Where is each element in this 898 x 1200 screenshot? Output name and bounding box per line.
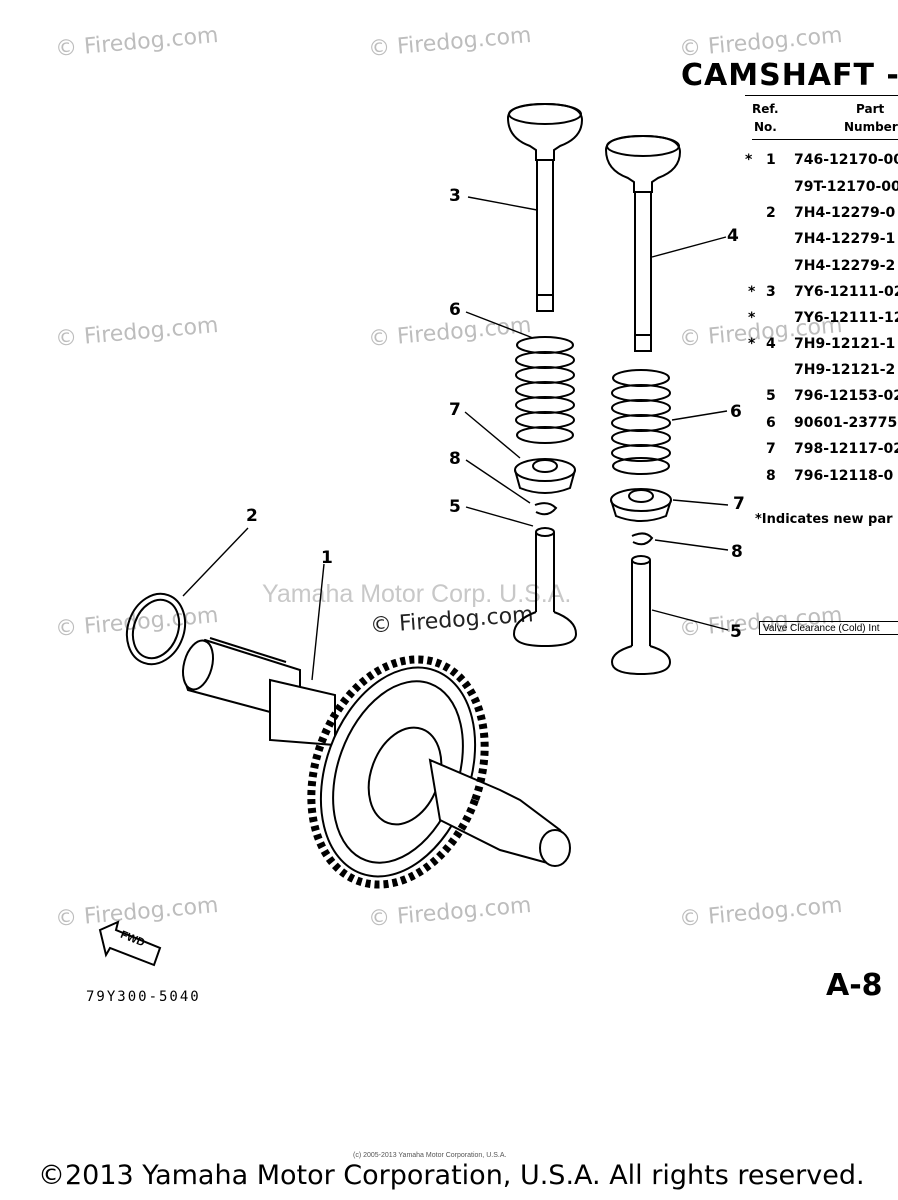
part-number: 7H4-12279-0	[794, 205, 896, 221]
callout-7: 7	[733, 494, 745, 514]
part-number: 7H9-12121-2	[794, 362, 896, 378]
fwd-arrow-icon	[98, 920, 162, 967]
callout-7: 7	[449, 400, 461, 420]
ref-no: 6	[766, 415, 776, 431]
oil-seal-2	[125, 592, 187, 666]
ref-no: 8	[766, 468, 776, 484]
ref-no: 7	[766, 441, 776, 457]
callout-1: 1	[321, 548, 333, 568]
callout-8: 8	[731, 542, 743, 562]
part-number: 796-12153-02	[794, 388, 898, 404]
new-part-mark: *	[748, 284, 756, 300]
cotter-right	[631, 532, 654, 546]
callout-3: 3	[449, 186, 461, 206]
part-number: 7Y6-12111-12	[794, 310, 898, 326]
header-part: Part	[856, 102, 885, 116]
callout-6: 6	[730, 402, 742, 422]
header-rule	[752, 139, 898, 140]
part-number: 7H4-12279-1	[794, 231, 896, 247]
title-rule	[745, 95, 898, 96]
spring-right	[611, 369, 671, 475]
table-row: *	[745, 152, 753, 168]
new-part-note: *Indicates new par	[755, 512, 893, 527]
part-number: 7H4-12279-2	[794, 258, 896, 274]
new-part-mark: *	[748, 336, 756, 352]
ref-no: 5	[766, 388, 776, 404]
cotter-left	[534, 502, 558, 516]
retainer-right	[610, 488, 672, 522]
callout-5: 5	[449, 497, 461, 517]
callout-8: 8	[449, 449, 461, 469]
ref-no: 2	[766, 205, 776, 221]
header-number: Number	[844, 120, 898, 134]
page-title: CAMSHAFT - V	[681, 58, 898, 93]
callout-6: 6	[449, 300, 461, 320]
camshaft-1	[182, 637, 571, 878]
part-number: 90601-23775	[794, 415, 898, 431]
callout-2: 2	[246, 506, 258, 526]
footer-copyright: ©2013 Yamaha Motor Corporation, U.S.A. A…	[38, 1160, 865, 1191]
retainer-left	[514, 458, 576, 494]
header-ref: Ref.	[752, 102, 779, 116]
part-number: 79T-12170-00	[794, 179, 898, 195]
part-number: 796-12118-0	[794, 468, 894, 484]
valve-4	[604, 134, 682, 352]
header-no: No.	[754, 120, 777, 134]
small-copyright: (c) 2005-2013 Yamaha Motor Corporation, …	[353, 1152, 507, 1159]
ref-no: 4	[766, 336, 776, 352]
part-number: 746-12170-00	[794, 152, 898, 168]
part-number: 7Y6-12111-02	[794, 284, 898, 300]
callout-4: 4	[727, 226, 739, 246]
new-part-mark: *	[748, 310, 756, 326]
ref-no: 3	[766, 284, 776, 300]
cam-gear-teeth	[307, 655, 489, 889]
valve-guide-right	[610, 555, 672, 676]
drawing-code: 79Y300-5040	[86, 989, 201, 1005]
valve-clearance-box: Valve Clearance (Cold) Int	[759, 621, 898, 635]
ref-no: 1	[766, 152, 776, 168]
part-number: 7H9-12121-1	[794, 336, 896, 352]
yamaha-watermark: Yamaha Motor Corp. U.S.A.	[262, 580, 572, 608]
spring-left	[515, 336, 575, 444]
part-number: 798-12117-02	[794, 441, 898, 457]
valve-guide-left	[512, 527, 578, 648]
page-number: A-8	[826, 968, 883, 1003]
valve-3	[506, 102, 584, 312]
callout-5: 5	[730, 622, 742, 642]
